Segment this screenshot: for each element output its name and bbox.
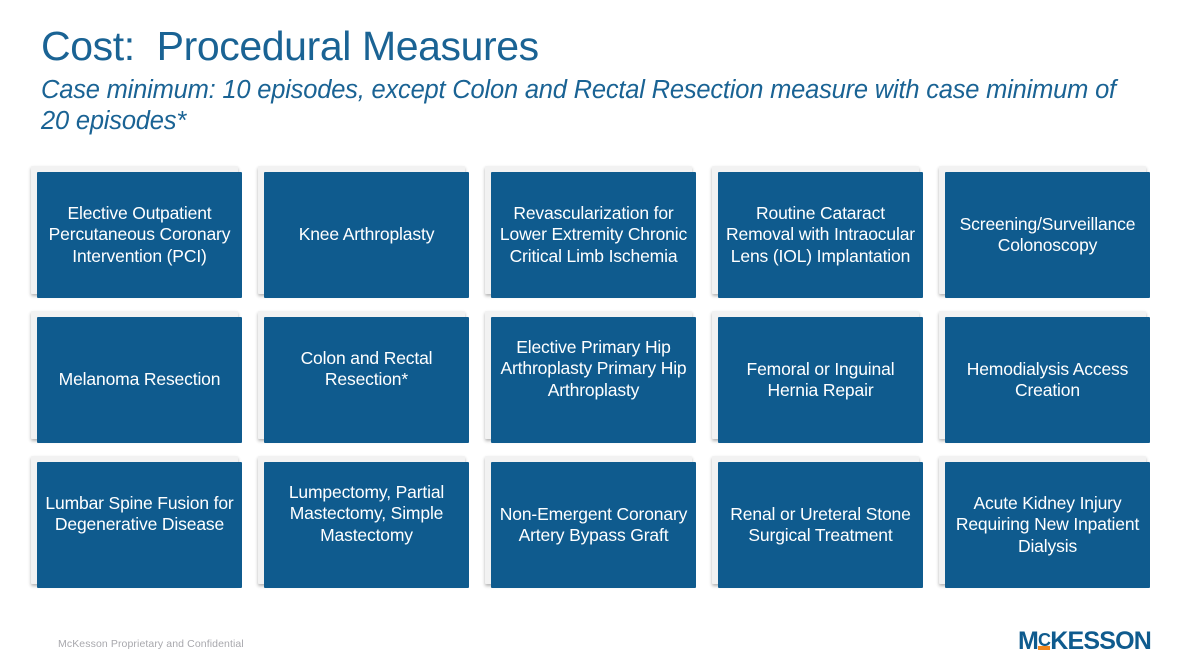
measure-tile-body[interactable]: Screening/Surveillance Colonoscopy xyxy=(945,172,1150,298)
mckesson-logo: MCKESSON xyxy=(1018,627,1152,655)
page-title: Cost: Procedural Measures xyxy=(41,23,539,69)
page-subtitle: Case minimum: 10 episodes, except Colon … xyxy=(41,76,1116,135)
measure-tile-label: Screening/Surveillance Colonoscopy xyxy=(959,213,1136,256)
measure-tile-label: Elective Primary Hip Arthroplasty Primar… xyxy=(500,336,687,400)
measure-tile-body[interactable]: Femoral or Inguinal Hernia Repair xyxy=(718,317,923,443)
measure-tile[interactable]: Knee Arthroplasty xyxy=(258,166,469,298)
measure-tile-body[interactable]: Colon and Rectal Resection* xyxy=(264,317,469,443)
confidentiality-note: McKesson Proprietary and Confidential xyxy=(58,638,244,650)
measure-tile[interactable]: Colon and Rectal Resection* xyxy=(258,311,469,443)
measure-tile-body[interactable]: Renal or Ureteral Stone Surgical Treatme… xyxy=(718,462,923,588)
measure-tile[interactable]: Hemodialysis Access Creation xyxy=(939,311,1150,443)
logo-suffix: KESSON xyxy=(1050,627,1152,655)
measure-tile-label: Colon and Rectal Resection* xyxy=(300,347,433,390)
measures-grid: Elective Outpatient Percutaneous Coronar… xyxy=(31,166,1167,588)
measure-tile-body[interactable]: Knee Arthroplasty xyxy=(264,172,469,298)
slide-header: Cost: Procedural Measures Case minimum: … xyxy=(41,22,1151,137)
measure-tile-label: Lumbar Spine Fusion for Degenerative Dis… xyxy=(45,492,234,535)
measure-tile-body[interactable]: Lumbar Spine Fusion for Degenerative Dis… xyxy=(37,462,242,588)
measure-tile[interactable]: Non-Emergent Coronary Artery Bypass Graf… xyxy=(485,456,696,588)
measure-tile[interactable]: Renal or Ureteral Stone Surgical Treatme… xyxy=(712,456,923,588)
measure-tile-label: Knee Arthroplasty xyxy=(298,224,435,245)
measure-tile[interactable]: Melanoma Resection xyxy=(31,311,242,443)
measure-tile-body[interactable]: Routine Cataract Removal with Intraocula… xyxy=(718,172,923,298)
measure-tile-label: Non-Emergent Coronary Artery Bypass Graf… xyxy=(499,503,688,546)
measure-tile-label: Hemodialysis Access Creation xyxy=(966,358,1129,401)
measure-tile-body[interactable]: Lumpectomy, Partial Mastectomy, Simple M… xyxy=(264,462,469,588)
measure-tile-body[interactable]: Non-Emergent Coronary Artery Bypass Graf… xyxy=(491,462,696,588)
measure-tile-label: Acute Kidney Injury Requiring New Inpati… xyxy=(955,492,1140,556)
measure-tile-label: Elective Outpatient Percutaneous Coronar… xyxy=(48,202,231,266)
measure-tile-label: Melanoma Resection xyxy=(58,369,221,390)
logo-wordmark: MCKESSON xyxy=(1018,627,1152,655)
measure-tile[interactable]: Lumbar Spine Fusion for Degenerative Dis… xyxy=(31,456,242,588)
measure-tile[interactable]: Routine Cataract Removal with Intraocula… xyxy=(712,166,923,298)
measure-tile-label: Routine Cataract Removal with Intraocula… xyxy=(726,202,915,266)
measure-tile-label: Femoral or Inguinal Hernia Repair xyxy=(746,358,895,401)
measure-tile-body[interactable]: Melanoma Resection xyxy=(37,317,242,443)
measure-tile-body[interactable]: Elective Outpatient Percutaneous Coronar… xyxy=(37,172,242,298)
measure-tile-label: Renal or Ureteral Stone Surgical Treatme… xyxy=(730,503,911,546)
measure-tile[interactable]: Acute Kidney Injury Requiring New Inpati… xyxy=(939,456,1150,588)
measure-tile[interactable]: Elective Outpatient Percutaneous Coronar… xyxy=(31,166,242,298)
measure-tile-label: Lumpectomy, Partial Mastectomy, Simple M… xyxy=(288,481,445,545)
measure-tile[interactable]: Femoral or Inguinal Hernia Repair xyxy=(712,311,923,443)
measure-tile-label: Revascularization for Lower Extremity Ch… xyxy=(499,202,688,266)
logo-prefix: M xyxy=(1018,627,1039,655)
measure-tile-body[interactable]: Revascularization for Lower Extremity Ch… xyxy=(491,172,696,298)
measure-tile-body[interactable]: Hemodialysis Access Creation xyxy=(945,317,1150,443)
measure-tile[interactable]: Elective Primary Hip Arthroplasty Primar… xyxy=(485,311,696,443)
logo-small-c: C xyxy=(1038,627,1051,653)
measure-tile[interactable]: Revascularization for Lower Extremity Ch… xyxy=(485,166,696,298)
measure-tile[interactable]: Lumpectomy, Partial Mastectomy, Simple M… xyxy=(258,456,469,588)
measure-tile-body[interactable]: Elective Primary Hip Arthroplasty Primar… xyxy=(491,317,696,443)
measure-tile-body[interactable]: Acute Kidney Injury Requiring New Inpati… xyxy=(945,462,1150,588)
measure-tile[interactable]: Screening/Surveillance Colonoscopy xyxy=(939,166,1150,298)
